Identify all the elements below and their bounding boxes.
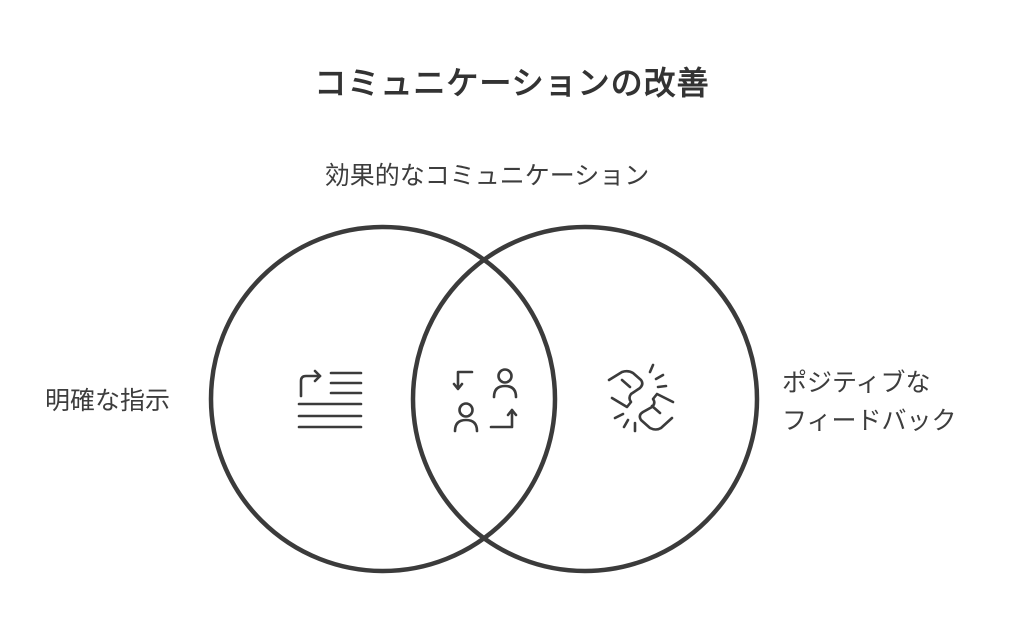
venn-circle-right xyxy=(410,224,760,574)
diagram-title: コミュニケーションの改善 xyxy=(314,64,710,102)
fist-bump-icon xyxy=(607,363,675,433)
label-positive-feedback-line2: フィードバック xyxy=(782,406,957,435)
label-effective-communication: 効果的なコミュニケーション xyxy=(324,161,650,190)
label-clear-instructions: 明確な指示 xyxy=(45,386,171,415)
venn-circle-left xyxy=(208,224,558,574)
user-exchange-icon xyxy=(452,368,518,433)
text-indent-arrow-icon xyxy=(297,369,363,429)
label-positive-feedback: ポジティブな フィードバック xyxy=(782,364,957,440)
label-positive-feedback-line1: ポジティブな xyxy=(782,368,931,397)
